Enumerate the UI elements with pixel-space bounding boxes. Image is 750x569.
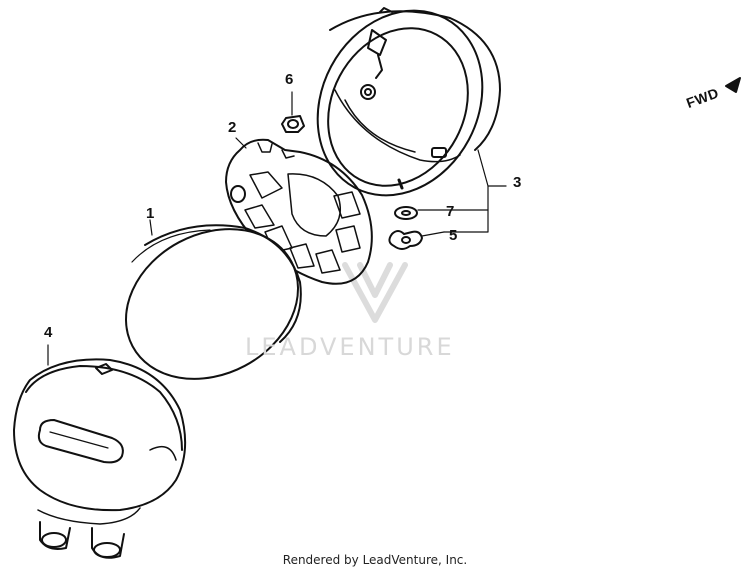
callout-4: 4 xyxy=(44,324,53,341)
air-cleaner-case xyxy=(316,7,501,197)
wing-nut-5 xyxy=(388,230,423,250)
callout-leaders xyxy=(417,149,507,237)
render-credit-footer: Rendered by LeadVenture, Inc. xyxy=(282,553,468,567)
washer-7 xyxy=(394,206,418,220)
callout-6: 6 xyxy=(285,71,294,88)
watermark-logo xyxy=(342,262,408,323)
callout-7: 7 xyxy=(446,203,455,220)
callout-1: 1 xyxy=(146,205,155,222)
nut-6 xyxy=(281,91,305,133)
element-holder xyxy=(225,137,373,285)
fwd-arrow-icon xyxy=(725,77,741,93)
watermark-text: LEADVENTURE xyxy=(245,333,455,361)
air-cleaner-cover xyxy=(13,344,187,559)
air-filter-element xyxy=(125,219,302,380)
callout-2: 2 xyxy=(228,119,237,136)
callout-5: 5 xyxy=(449,227,458,244)
callout-3: 3 xyxy=(513,174,522,191)
